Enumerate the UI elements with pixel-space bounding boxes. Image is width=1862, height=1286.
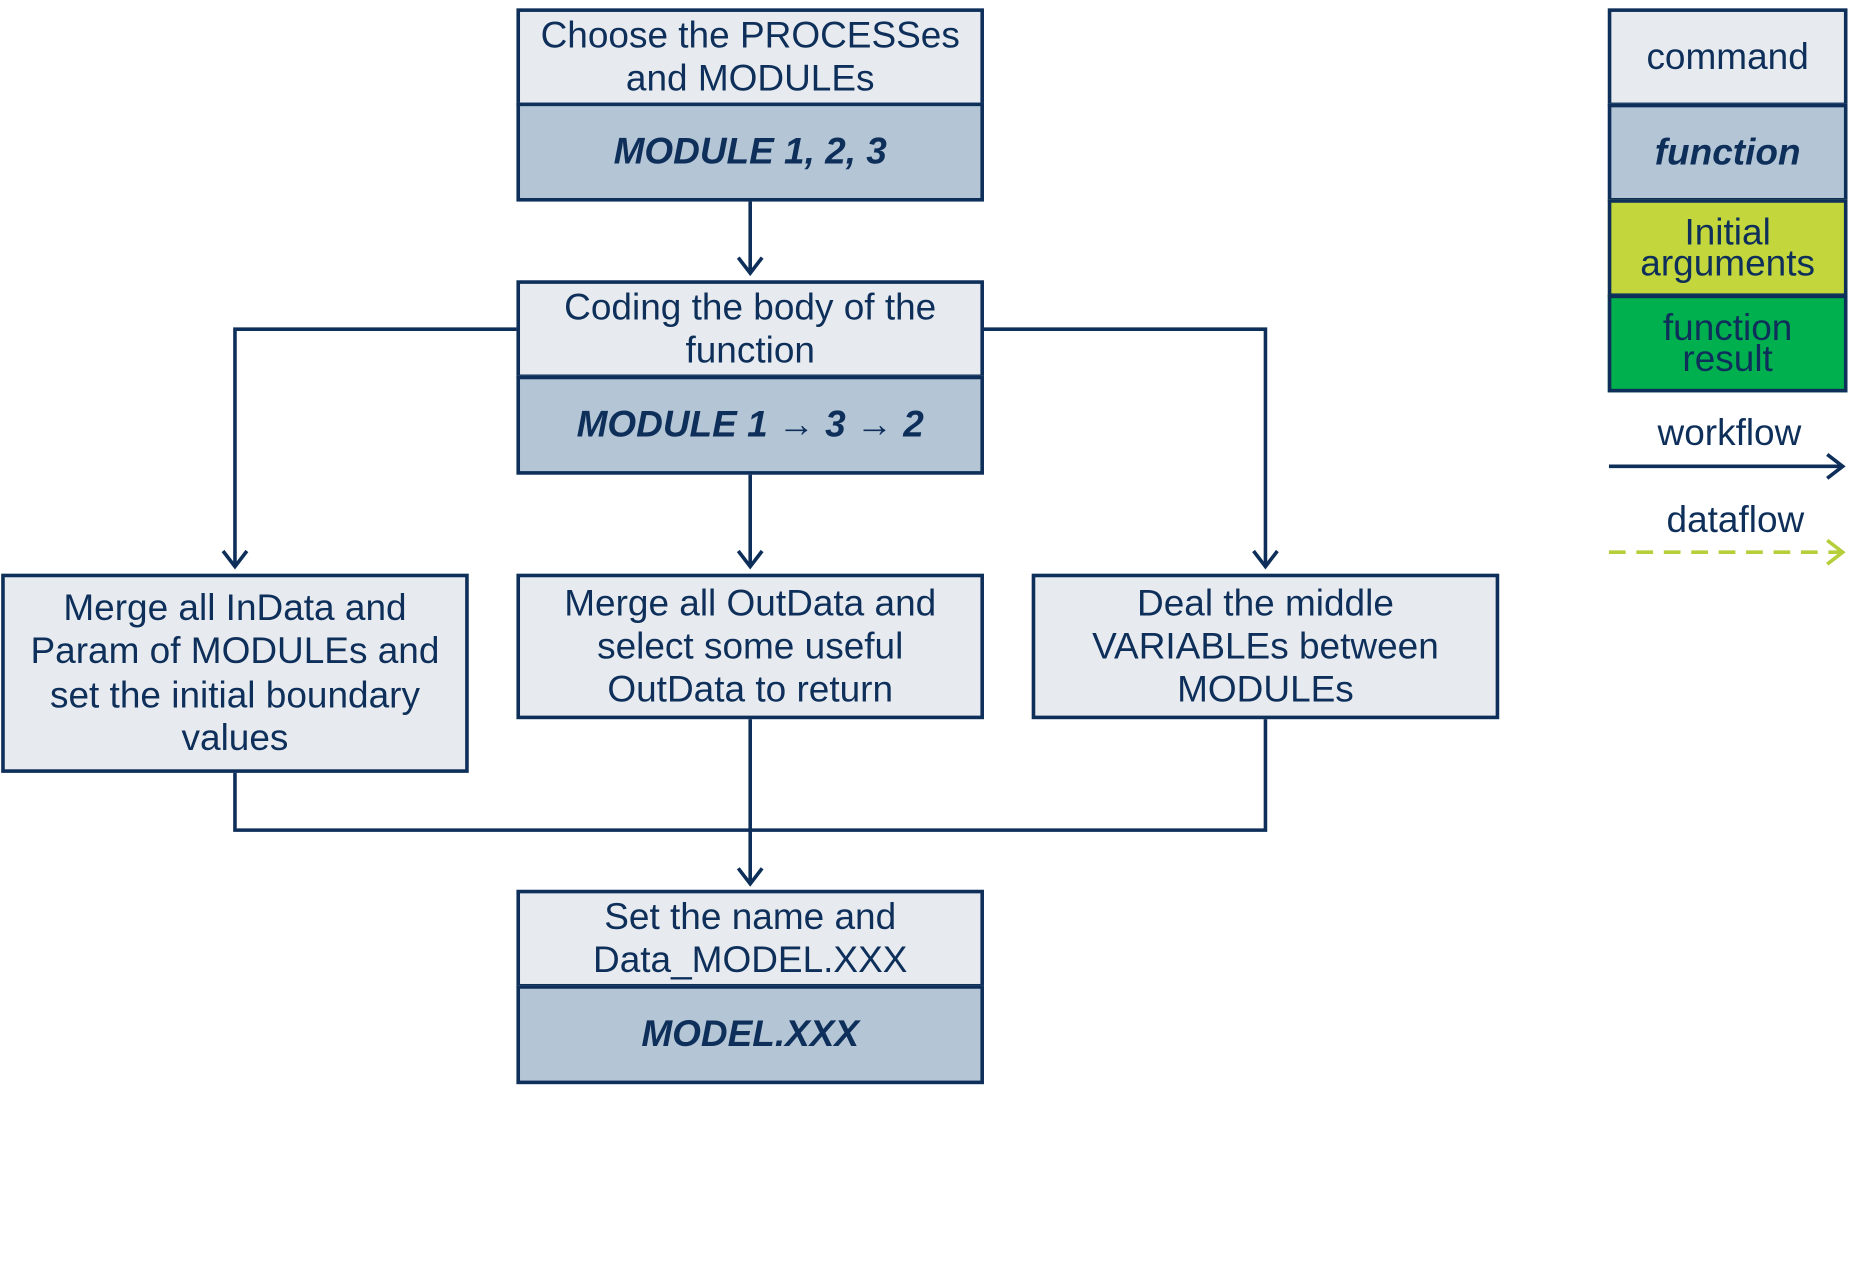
merge-outdata-command-text: Merge all OutData and select some useful… — [564, 581, 937, 710]
legend-dataflow-label: dataflow — [1666, 498, 1805, 541]
coding-body-command-text: Coding the body of the function — [564, 285, 937, 371]
legend-function-swatch: function — [1607, 103, 1848, 202]
merge-indata-command: Merge all InData and Param of MODULEs an… — [1, 573, 469, 773]
merge-outdata-command: Merge all OutData and select some useful… — [516, 573, 984, 720]
arrow-coding-to-deal-middle — [982, 327, 1268, 566]
choose-processes-function-text: MODULE 1, 2, 3 — [613, 130, 887, 173]
legend-command-label: command — [1646, 35, 1809, 78]
set-name-function: MODEL.XXX — [516, 985, 984, 1085]
line-deal-middle-to-join — [750, 716, 1268, 832]
deal-middle-variables-command-text: Deal the middle VARIABLEs between MODULE… — [1092, 581, 1439, 710]
legend-command-swatch: command — [1607, 8, 1848, 107]
legend-initial-arguments-swatch: Initial arguments — [1607, 199, 1848, 297]
set-name-command-text: Set the name and Data_MODEL.XXX — [592, 895, 908, 981]
coding-body-command: Coding the body of the function — [516, 280, 984, 379]
set-name-function-text: MODEL.XXX — [641, 1013, 860, 1055]
legend-function-result-label: function result — [1662, 306, 1793, 380]
legend-function-result-swatch: function result — [1607, 294, 1848, 393]
line-merge-in-to-join — [233, 770, 751, 832]
merge-indata-command-text: Merge all InData and Param of MODULEs an… — [30, 586, 440, 759]
legend-workflow-label: workflow — [1657, 411, 1802, 454]
legend-initial-arguments-label: Initial arguments — [1640, 210, 1815, 284]
choose-processes-function: MODULE 1, 2, 3 — [516, 102, 984, 202]
arrow-coding-to-merge-in — [233, 327, 518, 566]
coding-body-function: MODULE 1 → 3 → 2 — [516, 375, 984, 475]
set-name-command: Set the name and Data_MODEL.XXX — [516, 889, 984, 988]
legend-function-label: function — [1654, 131, 1801, 173]
coding-body-function-text: MODULE 1 → 3 → 2 — [576, 403, 924, 446]
workflow-connectors — [221, 200, 1846, 887]
deal-middle-variables-command: Deal the middle VARIABLEs between MODULE… — [1031, 573, 1500, 720]
choose-processes-command: Choose the PROCESSes and MODULEs — [516, 8, 984, 107]
choose-processes-command-text: Choose the PROCESSes and MODULEs — [540, 13, 960, 99]
